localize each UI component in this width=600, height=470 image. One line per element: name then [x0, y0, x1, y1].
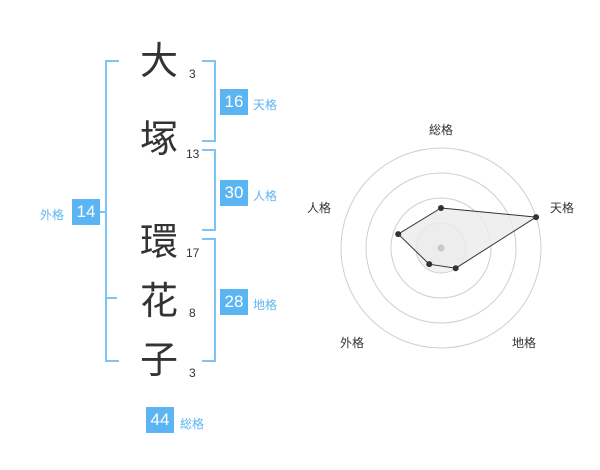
- radar-polygon: [397, 207, 538, 269]
- radar-point: [426, 261, 433, 268]
- stroke-count-4: 8: [189, 306, 196, 320]
- gaikaku-label: 外格: [40, 208, 65, 222]
- radar-center-dot: [437, 244, 445, 252]
- radar-ring: [340, 147, 542, 349]
- jinkaku-label: 人格: [253, 189, 278, 203]
- radar-points: [395, 205, 540, 272]
- chikaku-label: 地格: [253, 298, 278, 312]
- radar-label-tenkaku: 天格: [550, 200, 574, 215]
- radar-label-gaikaku: 外格: [340, 335, 364, 350]
- tenkaku-label: 天格: [253, 98, 278, 112]
- gaikaku-mid-tick: [105, 297, 117, 299]
- radar-ring: [365, 172, 517, 324]
- name-char-4: 花: [139, 279, 178, 323]
- stroke-count-2: 13: [186, 147, 200, 161]
- stroke-count-1: 3: [189, 67, 196, 81]
- jinkaku-bracket: [202, 149, 216, 231]
- gaikaku-connector: [100, 211, 106, 213]
- name-char-1: 大: [139, 39, 178, 83]
- radar-ring: [390, 197, 492, 299]
- jinkaku-value: 30: [220, 180, 248, 206]
- chikaku-value: 28: [220, 289, 248, 315]
- radar-chart: 総格 天格 地格 外格 人格: [307, 122, 574, 350]
- radar-point: [533, 214, 540, 221]
- tenkaku-value: 16: [220, 89, 248, 115]
- soukaku-value: 44: [146, 407, 174, 433]
- radar-point: [452, 265, 459, 272]
- chikaku-bracket: [202, 238, 216, 362]
- radar-point: [395, 231, 402, 238]
- name-char-2: 塚: [139, 117, 178, 161]
- name-char-3: 環: [139, 220, 178, 264]
- soukaku-label: 総格: [180, 417, 205, 431]
- radar-point: [438, 205, 444, 211]
- stroke-count-3: 17: [186, 246, 200, 260]
- stroke-count-5: 3: [189, 366, 196, 380]
- name-char-5: 子: [139, 338, 178, 382]
- radar-label-soukaku: 総格: [429, 122, 453, 137]
- tenkaku-bracket: [202, 60, 216, 142]
- gaikaku-value: 14: [72, 199, 100, 225]
- gaikaku-bracket: [105, 60, 119, 362]
- radar-label-jinkaku: 人格: [307, 200, 331, 215]
- radar-label-chikaku: 地格: [512, 335, 536, 350]
